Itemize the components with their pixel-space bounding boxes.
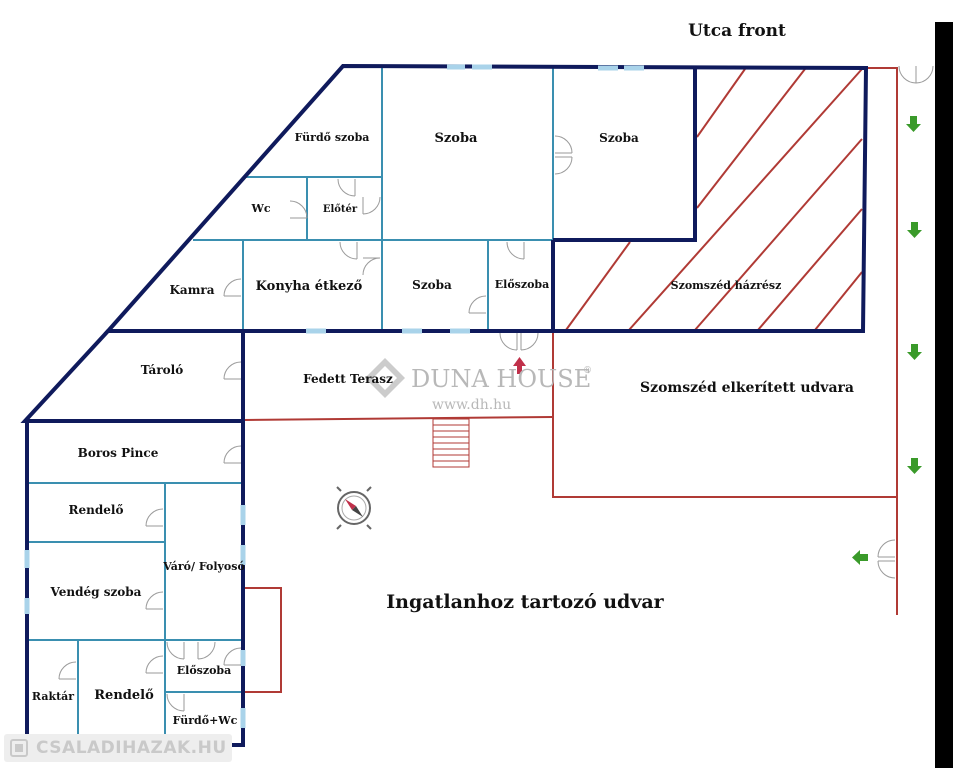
room-label-szomszed-hazresz: Szomszéd házrész [671, 279, 782, 292]
compass-icon [336, 486, 372, 530]
windows [24, 64, 644, 728]
site-badge-text: CSALADIHAZAK.HU [36, 738, 227, 758]
arrow-down-icon [907, 222, 922, 238]
room-label-raktar: Raktár [32, 690, 74, 703]
room-label-eloszoba-top: Előszoba [495, 278, 550, 291]
room-label-boros-pince: Boros Pince [78, 446, 159, 460]
arrow-up-icon [513, 357, 526, 374]
stairs [432, 418, 470, 468]
svg-text:DUNA HOUSE: DUNA HOUSE [411, 365, 591, 393]
svg-text:www.dh.hu: www.dh.hu [432, 397, 511, 413]
door-swings [58, 65, 934, 712]
room-label-konyha-etkezo: Konyha étkező [256, 279, 363, 294]
room-label-eloszoba-bottom: Előszoba [177, 664, 232, 677]
duna-house-logo: DUNA HOUSE ® www.dh.hu [365, 358, 592, 413]
room-label-furdo-szoba: Fürdő szoba [295, 131, 370, 144]
room-label-szoba-top-right: Szoba [599, 131, 639, 145]
entry-arrows [852, 116, 922, 565]
area-label-udvar: Ingatlanhoz tartozó udvar [386, 591, 664, 613]
room-label-szoba-top-middle: Szoba [435, 131, 479, 146]
room-label-szoba-middle: Szoba [412, 278, 452, 292]
neighbour-hatching [565, 68, 863, 331]
arrow-down-icon [907, 458, 922, 474]
fence-lines [243, 67, 898, 693]
arrow-down-icon [906, 116, 921, 132]
room-label-eloter: Előtér [323, 204, 358, 215]
site-badge: CSALADIHAZAK.HU [4, 734, 232, 762]
room-label-tarolo: Tároló [141, 363, 183, 377]
room-label-wc: Wc [250, 202, 270, 215]
room-label-rendelo-1: Rendelő [69, 503, 124, 517]
arrow-down-icon [907, 344, 922, 360]
room-label-fedett-terasz: Fedett Terasz [303, 372, 393, 386]
house-icon [10, 739, 28, 757]
room-label-varo-folyoso: Váró/ Folyosó [162, 560, 245, 573]
svg-text:®: ® [583, 366, 592, 376]
arrow-left-icon [852, 550, 868, 565]
area-label-szomszed-udvar: Szomszéd elkerített udvara [640, 380, 854, 396]
room-label-rendelo-2: Rendelő [94, 688, 154, 703]
inner-walls [29, 68, 554, 744]
room-label-kamra: Kamra [170, 283, 215, 297]
right-edge-bar [935, 22, 953, 768]
street-front-label: Utca front [688, 21, 786, 41]
room-label-vendeg-szoba: Vendég szoba [50, 585, 142, 599]
room-label-furdo-wc: Fürdő+Wc [173, 714, 238, 727]
